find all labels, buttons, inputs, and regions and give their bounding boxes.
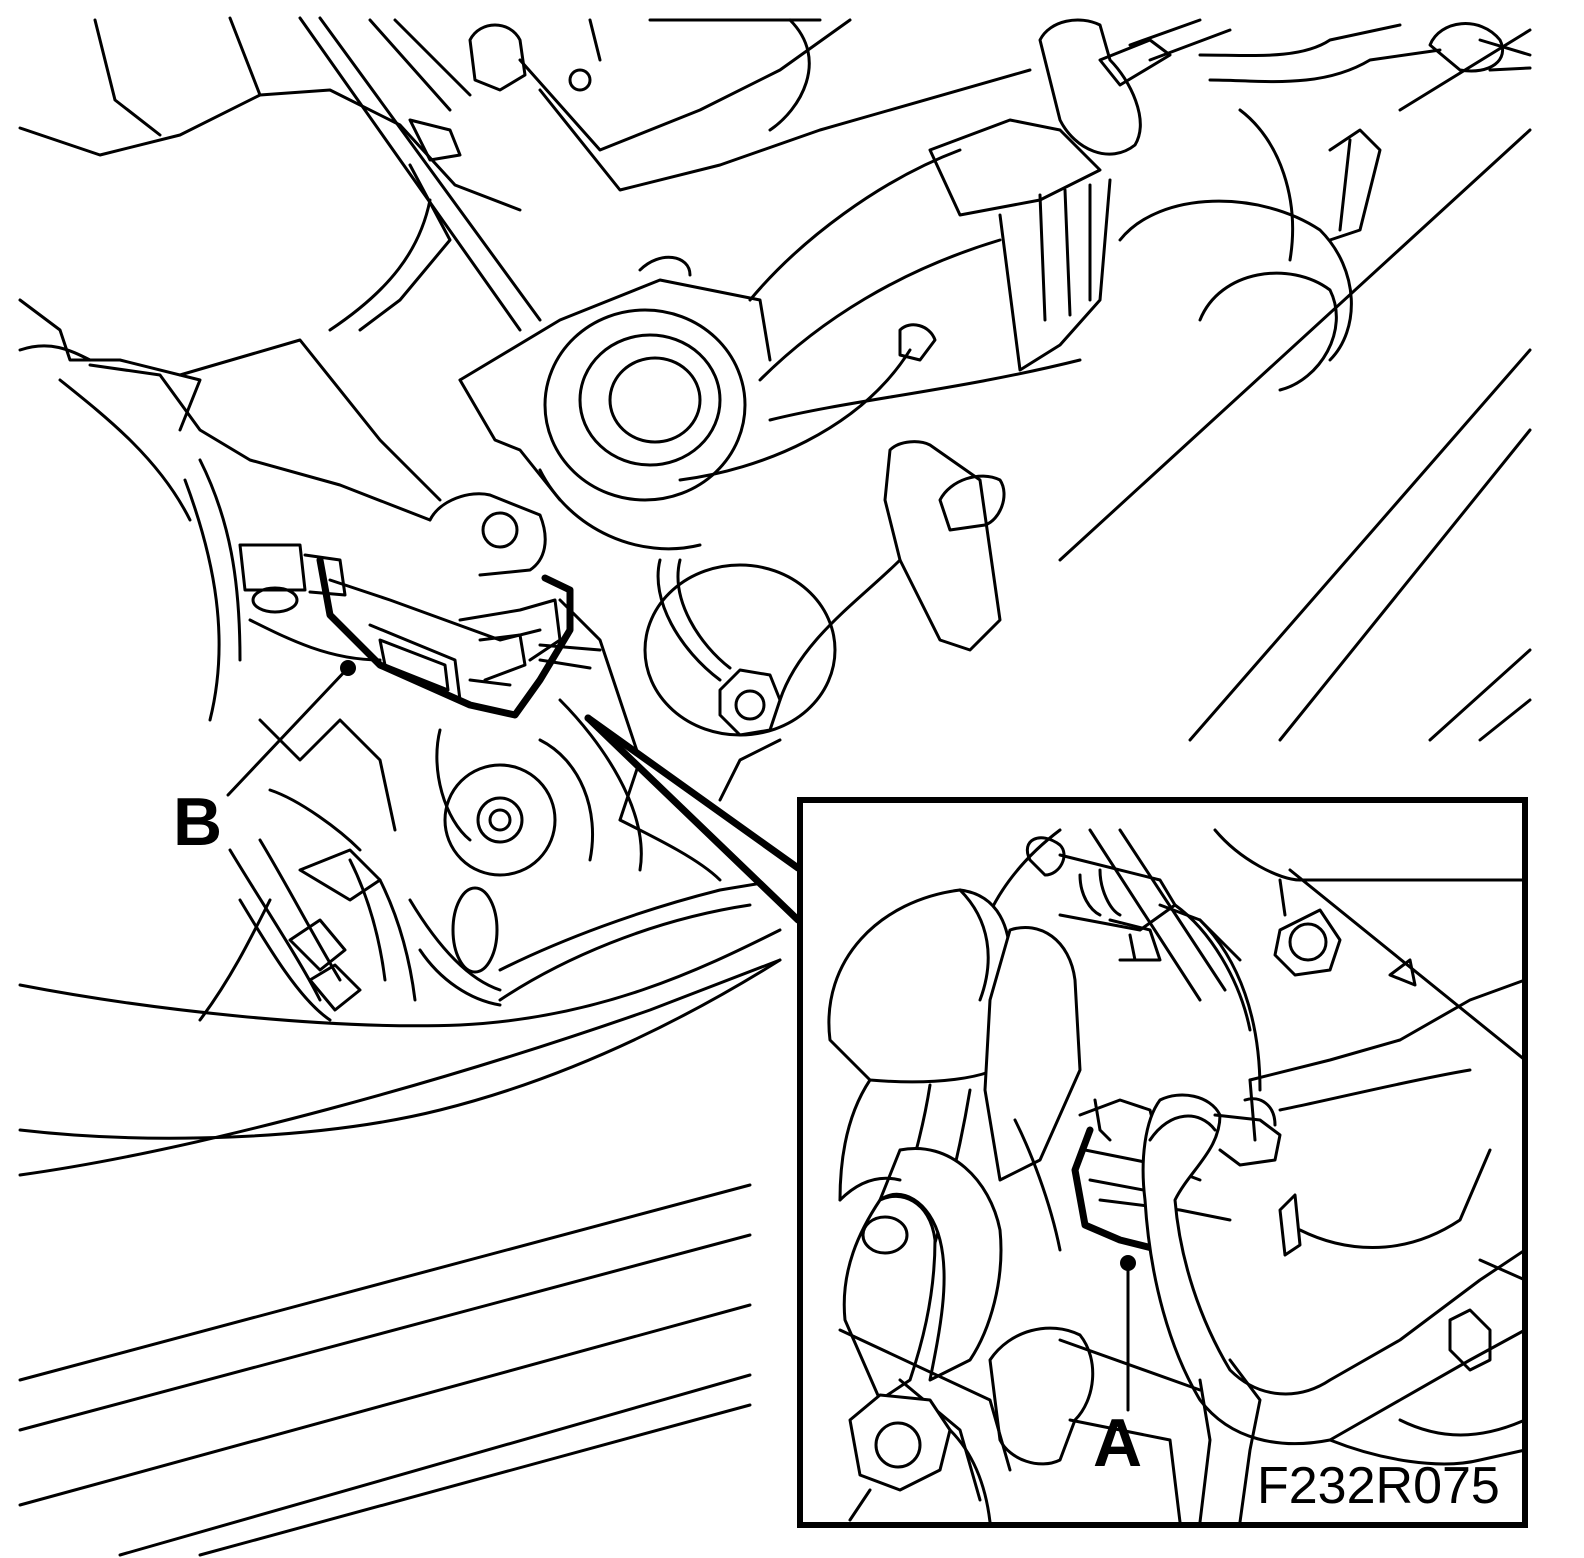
inset-detail: A F232R075	[797, 797, 1528, 1528]
callout-b-label: B	[173, 784, 222, 860]
inset-pointer	[584, 714, 802, 924]
callout-b-leader	[226, 666, 350, 797]
figure-code: F232R075	[1257, 1457, 1500, 1515]
connector-b	[316, 556, 642, 822]
callout-a: A	[1093, 1255, 1142, 1481]
main-engine-drawing	[18, 16, 1532, 1557]
callout-a-label: A	[1093, 1405, 1142, 1481]
callout-b: B	[173, 660, 356, 860]
inset-frame	[797, 797, 1528, 1528]
